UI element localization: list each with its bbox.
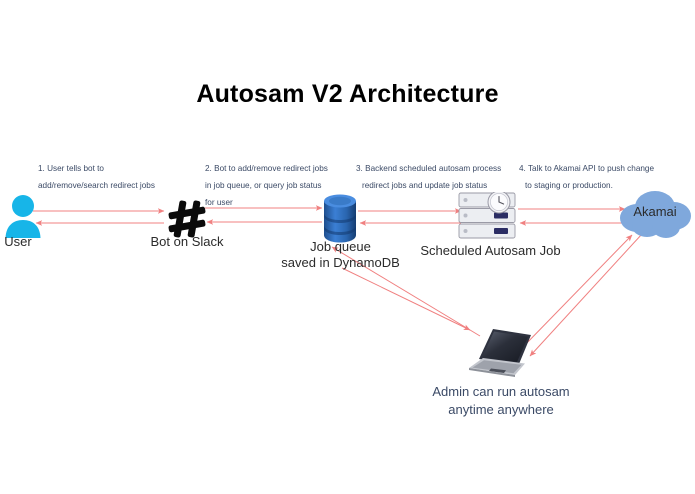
step-2-line-2: in job queue, or query job status [205, 181, 322, 190]
akamai-node[interactable] [617, 185, 693, 241]
page-title: Autosam V2 Architecture [196, 80, 499, 108]
step-1-line-2: add/remove/search redirect jobs [38, 181, 155, 190]
admin-laptop-node[interactable] [463, 323, 539, 379]
step-note-3: 3. Backend scheduled autosam process red… [356, 160, 501, 194]
arrow-queue-to-laptop [341, 267, 471, 331]
admin-label-line-2: anytime anywhere [448, 402, 554, 417]
akamai-label: Akamai [633, 204, 677, 219]
database-cylinder-icon [324, 194, 356, 243]
job-queue-label-line-1: Job queue [310, 239, 371, 254]
server-rack-clock-icon [458, 190, 516, 239]
user-node[interactable] [3, 194, 43, 238]
slack-bot-node[interactable] [166, 198, 208, 240]
step-3-line-1: 3. Backend scheduled autosam process [356, 164, 502, 173]
job-queue-label-line-2: saved in DynamoDB [281, 255, 400, 270]
step-2-line-3: for user [205, 198, 233, 207]
cloud-icon [620, 191, 691, 238]
scheduled-job-node[interactable] [458, 190, 520, 240]
arrow-akamai-to-laptop [529, 233, 643, 357]
laptop-icon [469, 329, 531, 377]
arrow-laptop-to-queue [331, 246, 481, 337]
job-queue-label: Job queue saved in DynamoDB [268, 239, 413, 271]
step-note-1: 1. User tells bot to add/remove/search r… [38, 160, 155, 194]
job-queue-node[interactable] [320, 192, 360, 244]
step-2-line-1: 2. Bot to add/remove redirect jobs [205, 164, 328, 173]
step-1-line-1: 1. User tells bot to [38, 164, 104, 173]
admin-label-line-1: Admin can run autosam [432, 384, 570, 399]
step-note-2: 2. Bot to add/remove redirect jobs in jo… [205, 160, 328, 211]
slack-bot-label: Bot on Slack [150, 234, 224, 249]
user-avatar-icon [5, 195, 41, 238]
step-3-line-2: redirect jobs and update job status [362, 181, 488, 190]
step-4-line-1: 4. Talk to Akamai API to push change [519, 164, 655, 173]
step-note-4: 4. Talk to Akamai API to push change to … [519, 160, 654, 194]
slack-hash-icon [168, 200, 206, 238]
step-4-line-2: to staging or production. [525, 181, 613, 190]
arrow-laptop-to-akamai [521, 234, 633, 349]
scheduled-job-label: Scheduled Autosam Job [420, 243, 561, 258]
user-label: User [4, 234, 32, 249]
admin-laptop-label: Admin can run autosam anytime anywhere [406, 383, 596, 419]
